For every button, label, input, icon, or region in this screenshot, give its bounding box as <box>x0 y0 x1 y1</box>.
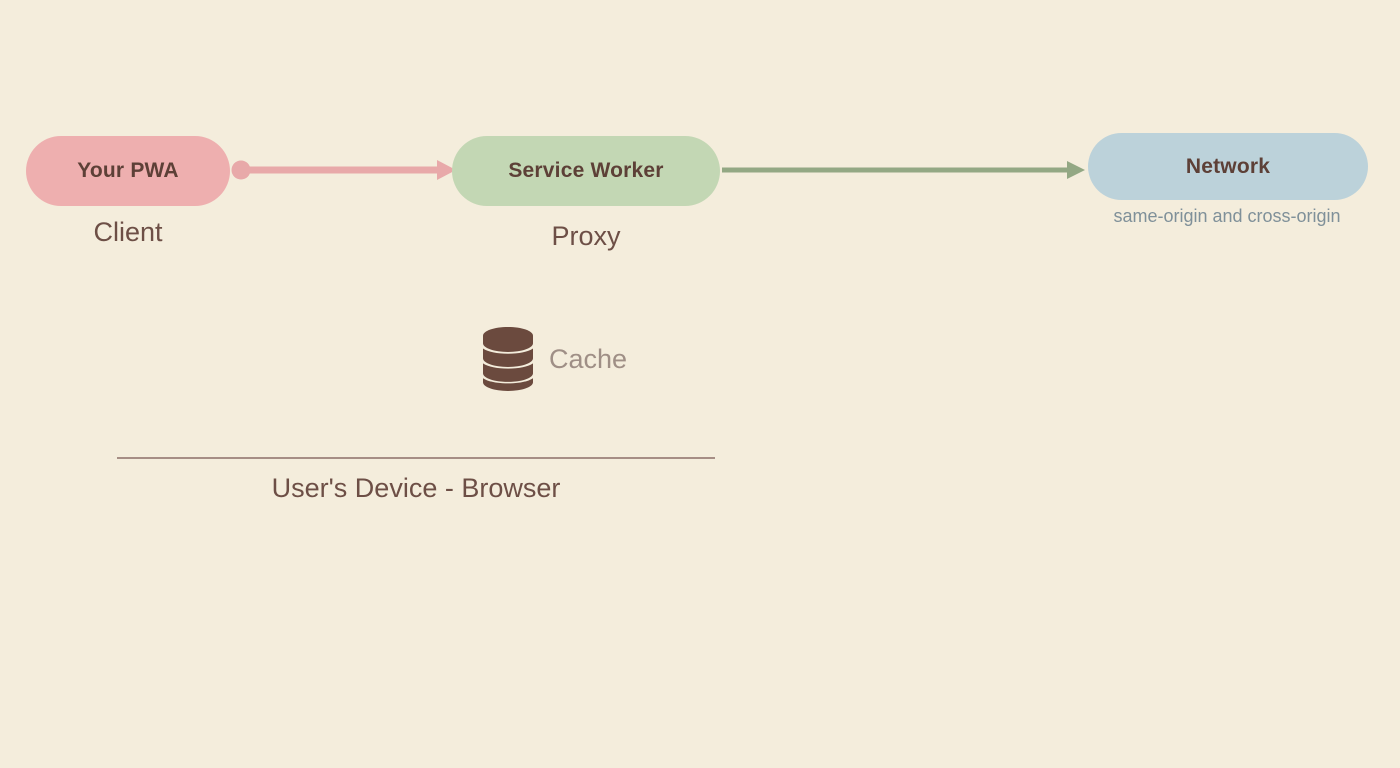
device-boundary-label: User's Device - Browser <box>271 473 561 503</box>
arrow-pwa-to-service-worker <box>231 160 456 180</box>
node-your-pwa[interactable]: Your PWA <box>26 136 230 206</box>
node-network-caption: same-origin and cross-origin <box>1113 206 1341 226</box>
cache-label: Cache <box>549 343 628 374</box>
node-service-worker[interactable]: Service Worker <box>452 136 720 206</box>
cache-storage[interactable]: Cache <box>483 327 627 391</box>
node-network-label: Network <box>1185 154 1271 178</box>
node-service-worker-label: Service Worker <box>508 159 664 182</box>
arrow-service-worker-to-network <box>722 161 1085 179</box>
node-service-worker-caption: Proxy <box>551 221 621 251</box>
arrow-start-dot-icon <box>231 160 251 180</box>
node-network[interactable]: Network <box>1088 133 1368 200</box>
node-your-pwa-label: Your PWA <box>77 159 179 182</box>
node-your-pwa-caption: Client <box>93 217 163 247</box>
device-boundary-line <box>117 457 715 459</box>
arrowhead-icon <box>1067 161 1085 179</box>
database-icon <box>483 327 533 391</box>
